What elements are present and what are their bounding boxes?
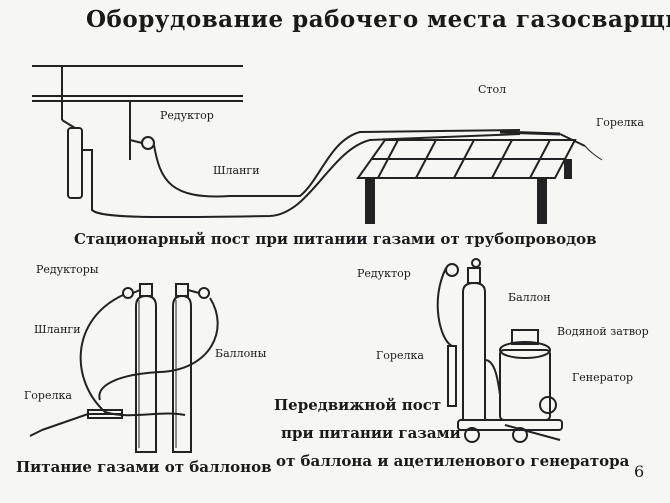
cylinder-hoses [79,294,219,417]
caption-stationary: Стационарный пост при питании газами от … [74,230,597,248]
label-torch-top: Горелка [596,116,644,129]
acetylene-generator [499,329,557,421]
mobile-cylinder [445,258,486,421]
caption-mobile-line2: при питании газами [281,424,461,442]
page-number: 6 [634,462,645,481]
label-torch-left: Горелка [24,389,72,402]
caption-mobile-line3: от баллона и ацетиленового генератора [276,452,630,470]
label-reducers: Редукторы [36,263,99,276]
label-water-seal: Водяной затвор [557,325,649,338]
mobile-water-seal [447,345,457,407]
stationary-hoses [82,129,521,219]
mobile-hoses [436,267,501,396]
page-title: Оборудование рабочего места газосварщика [86,6,670,33]
label-table: Стол [478,83,507,96]
pipelines [32,65,243,140]
cylinder-torch [29,409,123,437]
caption-mobile-line1: Передвижной пост [274,396,442,414]
welding-table [356,139,577,224]
water-seal-stationary [61,119,83,199]
label-reducer-top: Редуктор [160,109,214,122]
label-cylinders: Баллоны [215,347,267,360]
label-generator: Генератор [572,371,633,384]
stationary-reducer [129,130,155,160]
label-hoses-top: Шланги [213,164,260,177]
caption-cylinders: Питание газами от баллонов [16,458,272,476]
cylinder-reducers [122,287,210,299]
label-torch-right: Горелка [376,349,424,362]
label-cylinder: Баллон [508,291,551,304]
label-hoses-left: Шланги [34,323,81,336]
label-reducer-right: Редуктор [357,267,411,280]
stationary-torch [499,130,603,161]
mobile-cart [457,419,563,443]
